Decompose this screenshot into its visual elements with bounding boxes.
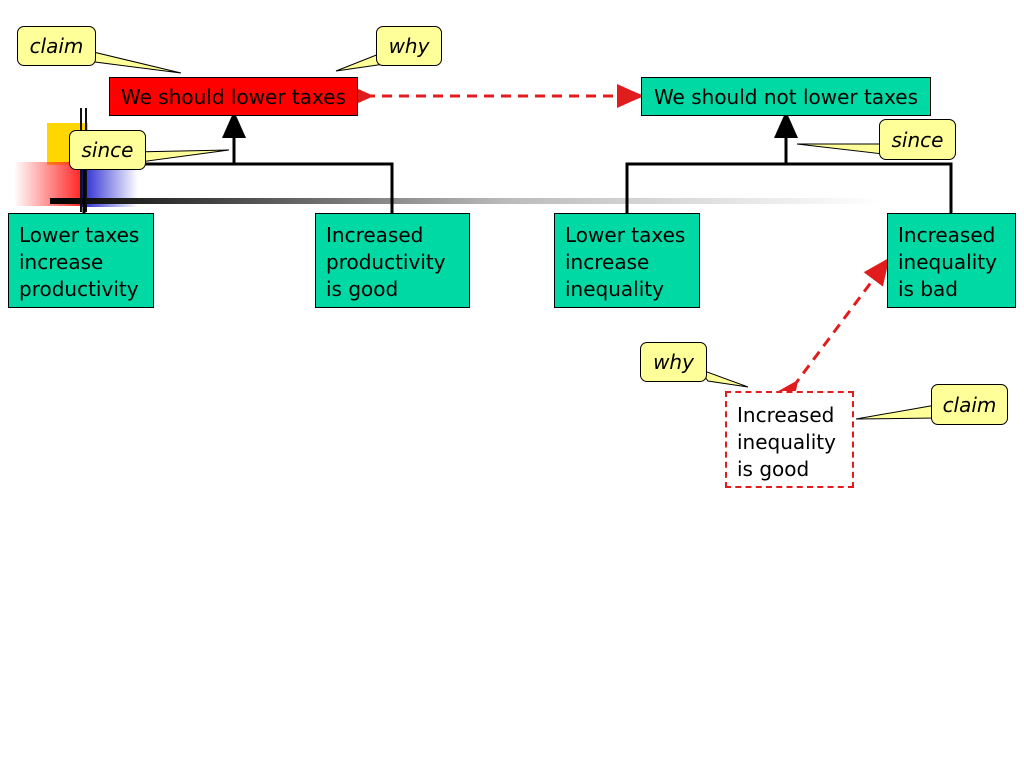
claim-box-lower-taxes: We should lower taxes xyxy=(109,77,358,116)
premise-box-productivity: Lower taxes increase productivity xyxy=(8,213,154,308)
decorative-horizontal-rule xyxy=(50,198,880,204)
claim-top-pointer xyxy=(83,49,182,74)
why-callout-bottom: why xyxy=(640,342,707,382)
left-support-connector xyxy=(82,111,394,213)
premise-box-productivity-good: Increased productivity is good xyxy=(315,213,470,308)
since-right-pointer xyxy=(796,143,884,155)
claim-bottom-pointer xyxy=(855,404,937,420)
claim-callout-bottom: claim xyxy=(931,384,1008,425)
since-callout-left: since xyxy=(69,130,146,170)
premise-box-inequality: Lower taxes increase inequality xyxy=(554,213,700,308)
right-support-connector xyxy=(625,111,953,213)
counter-premise-box: Increased inequality is good xyxy=(725,391,854,488)
challenge-arrow xyxy=(772,257,890,409)
premise-box-inequality-bad: Increased inequality is bad xyxy=(887,213,1016,308)
claim-callout-top: claim xyxy=(17,26,96,66)
since-callout-right: since xyxy=(879,119,956,160)
claim-box-not-lower-taxes: We should not lower taxes xyxy=(641,77,931,116)
why-callout-top: why xyxy=(376,26,442,66)
since-left-pointer xyxy=(132,149,230,163)
